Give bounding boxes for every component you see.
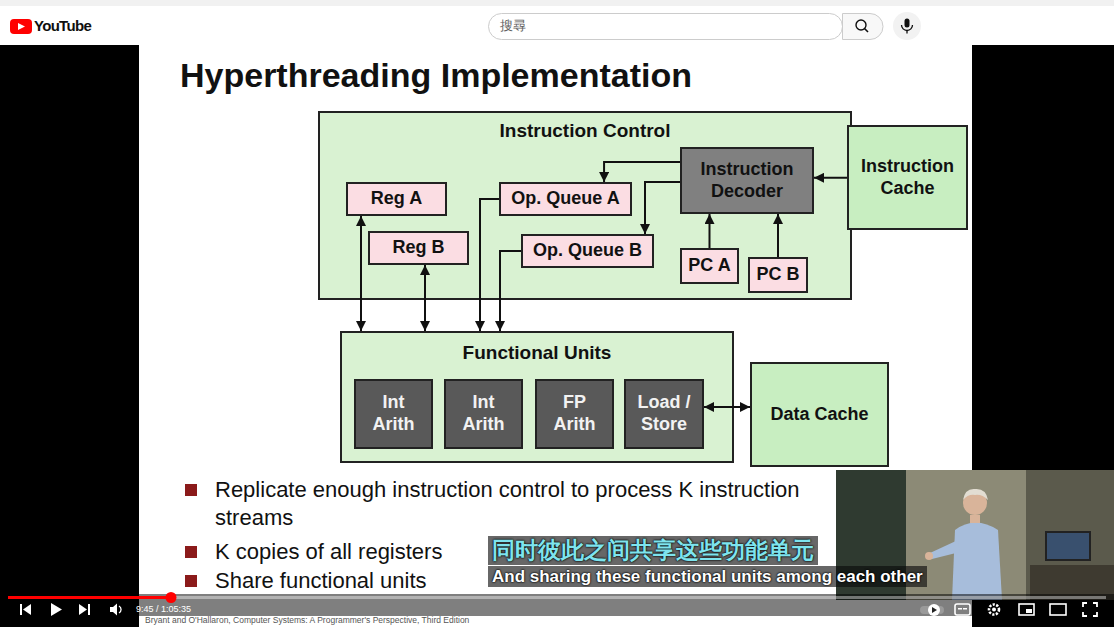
player-controls-part xyxy=(958,608,962,610)
functional-unit: Load / Store xyxy=(624,379,704,449)
presenter-inset-part xyxy=(1026,470,1114,600)
browser-header-part xyxy=(489,14,843,40)
bullet-markers-part xyxy=(185,575,197,587)
player-controls-part xyxy=(8,596,171,599)
queue-box: Op. Queue B xyxy=(521,234,654,268)
video-frame-part xyxy=(139,45,972,627)
bullet-markers-part xyxy=(185,546,197,558)
player-controls-part xyxy=(1026,609,1032,613)
player-controls-part xyxy=(1083,603,1097,616)
node-label: Functional Units xyxy=(342,342,732,365)
connector xyxy=(424,265,426,331)
player-controls-part xyxy=(992,608,996,612)
browser-header-part xyxy=(843,14,884,40)
functional-unit: Int Arith xyxy=(354,379,433,449)
player-controls-part xyxy=(932,607,937,613)
player-controls-part xyxy=(23,604,31,615)
player-controls-part xyxy=(20,604,22,615)
video-frame xyxy=(0,45,1114,627)
presenter-inset-part xyxy=(970,515,980,523)
player-controls-part xyxy=(79,604,87,615)
node-label: PC A xyxy=(688,255,730,277)
bullet-markers xyxy=(185,484,197,587)
slide-credit: Bryant and O'Hallaron, Computer Systems:… xyxy=(145,616,469,625)
register-box: Reg B xyxy=(368,231,469,265)
pc-box: PC B xyxy=(748,257,808,293)
node-label: Instruction Cache xyxy=(854,156,961,199)
player-controls-part xyxy=(1050,604,1066,615)
connector xyxy=(645,182,680,234)
video-frame-part xyxy=(0,45,1114,627)
node-label: Op. Queue B xyxy=(533,240,642,262)
browser-header-part xyxy=(902,25,913,31)
node-label: Int Arith xyxy=(451,392,516,435)
presenter-inset-part xyxy=(925,552,933,560)
decoder-box: Instruction Decoder xyxy=(680,147,814,214)
time-display: 9:45 / 1:05:35 xyxy=(136,604,191,615)
browser-header-part xyxy=(893,12,921,40)
player-controls-part xyxy=(51,603,62,616)
node-label: Reg B xyxy=(392,237,444,259)
node-label: FP Arith xyxy=(542,392,607,435)
node-label: Int Arith xyxy=(361,392,426,435)
browser-header-part xyxy=(0,0,1114,45)
connector xyxy=(480,199,499,331)
player-controls-part xyxy=(88,604,90,615)
search-placeholder: 搜尋 xyxy=(500,18,526,34)
connector xyxy=(604,162,680,182)
bullet-markers-part xyxy=(185,484,197,496)
bullet-text: Replicate enough instruction control to … xyxy=(215,476,825,531)
presenter-inset-part xyxy=(1046,532,1090,560)
subtitle-line: 同时彼此之间共享这些功能单元 xyxy=(488,536,818,565)
node-label: Reg A xyxy=(371,188,422,210)
subtitle-line: And sharing these functional units among… xyxy=(488,566,927,587)
brand-name: YouTube xyxy=(34,17,91,36)
browser-header-part xyxy=(0,0,1114,6)
player-controls-part xyxy=(920,606,944,614)
unit-group: Functional UnitsInt Arith Int Arith FP Ari… xyxy=(340,331,734,463)
node-label: Data Cache xyxy=(770,404,868,426)
cache-box: Instruction Cache xyxy=(847,125,968,230)
node-label: Load / Store xyxy=(631,392,697,435)
browser-header-part xyxy=(905,19,910,28)
player-controls-part xyxy=(955,604,970,615)
cache-box: Data Cache xyxy=(750,362,889,467)
connector xyxy=(777,214,779,257)
presenter-inset-part xyxy=(963,489,988,500)
connector xyxy=(704,406,750,408)
connector xyxy=(500,251,521,331)
player-controls-part xyxy=(110,604,117,616)
connector xyxy=(814,177,847,179)
slide-title: Hyperthreading Implementation xyxy=(180,56,692,95)
control-block: Instruction ControlReg A Reg B Op. Queue A… xyxy=(318,111,852,300)
node-label: Op. Queue A xyxy=(511,188,619,210)
browser-header xyxy=(0,0,1114,45)
presenter-inset-part xyxy=(952,523,1002,601)
player-controls-part xyxy=(989,605,999,615)
queue-box: Op. Queue A xyxy=(499,182,632,216)
player-controls-part xyxy=(1019,604,1034,615)
player-controls-part xyxy=(963,608,967,610)
node-label: PC B xyxy=(756,264,799,286)
register-box: Reg A xyxy=(346,182,447,216)
node-label: Instruction Control xyxy=(320,120,850,143)
browser-header-part xyxy=(865,29,869,33)
connector xyxy=(709,214,711,248)
connector xyxy=(360,216,362,331)
browser-header-part xyxy=(18,23,25,30)
player-controls xyxy=(0,592,1114,616)
browser-header-part xyxy=(906,31,907,34)
player-controls-part xyxy=(166,592,177,603)
functional-unit: Int Arith xyxy=(444,379,523,449)
player-controls-part xyxy=(119,606,121,613)
player-controls-part xyxy=(928,604,940,616)
browser-header-part xyxy=(10,19,32,34)
presenter-inset-part xyxy=(930,540,960,559)
functional-unit: FP Arith xyxy=(535,379,614,449)
node-label: Instruction Decoder xyxy=(687,159,807,202)
pc-box: PC A xyxy=(680,248,739,284)
